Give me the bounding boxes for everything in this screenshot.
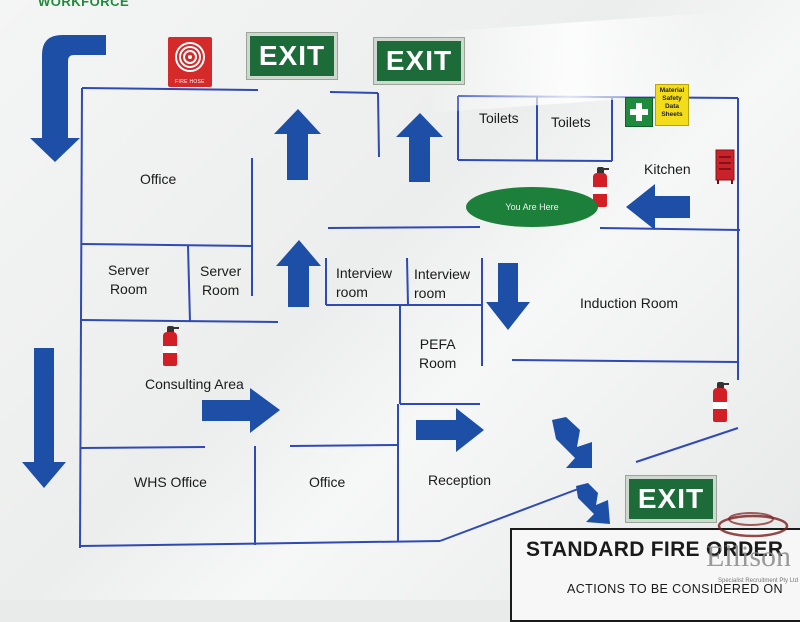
- wall-server-divider: [187, 245, 191, 323]
- fire-hose-label: FIRE HOSE: [175, 79, 205, 85]
- exit-arrow-icon: [486, 263, 530, 330]
- room-label-whs-office: WHS Office: [134, 474, 207, 490]
- wall-outer-left: [79, 87, 83, 549]
- exit-arrow-icon: [576, 483, 610, 524]
- room-label-line: Room: [109, 281, 148, 297]
- room-label-line: Server: [108, 262, 150, 278]
- wall-induction-bottom: [511, 359, 739, 363]
- wall-toilets-bottom: [457, 159, 613, 162]
- room-label-line: Room: [419, 355, 457, 371]
- brand-tagline: Specialist Recruitment Pty Ltd: [718, 578, 799, 584]
- exit-arrows: [22, 35, 690, 524]
- room-label-line: PEFA: [419, 336, 456, 352]
- room-label-toilets-2: Toilets: [551, 114, 591, 130]
- fire-hose-reel-icon: [713, 148, 737, 184]
- room-label-line: room: [414, 285, 446, 301]
- fire-extinguisher-icon: [161, 324, 179, 366]
- room-label-induction-room: Induction Room: [580, 295, 679, 311]
- msds-line-1: Material: [659, 87, 685, 94]
- msds-line-3: Data: [664, 103, 680, 110]
- wall-mid-vertical: [377, 92, 380, 158]
- room-label-line: Room: [201, 282, 240, 298]
- room-label-server-room-1: Server Room: [108, 261, 149, 299]
- msds-line-2: Safety: [662, 95, 682, 102]
- wall-bottom: [79, 540, 441, 547]
- wall-server-bottom: [81, 319, 279, 323]
- fire-extinguisher-icon: [711, 380, 729, 422]
- room-label-line: room: [336, 284, 368, 300]
- room-label-interview-1: Interview room: [336, 264, 392, 302]
- wall-office-lower-top: [289, 444, 399, 447]
- first-aid-icon: [625, 97, 653, 127]
- exit-arrow-icon: [276, 240, 321, 307]
- room-label-toilets-1: Toilets: [479, 110, 519, 126]
- exit-arrow-icon: [30, 35, 106, 162]
- walls: [79, 87, 741, 549]
- room-label-interview-2: Interview room: [414, 265, 470, 303]
- room-label-reception: Reception: [428, 472, 492, 488]
- room-label-office-bottom: Office: [309, 474, 346, 490]
- exit-arrow-icon: [416, 408, 484, 452]
- room-label-server-room-2: Server Room: [200, 262, 241, 300]
- exit-arrow-icon: [626, 184, 690, 230]
- wall-whs-top: [79, 446, 206, 449]
- wall-top-left: [81, 87, 259, 91]
- wall-interview-divider: [406, 257, 409, 306]
- exit-arrow-icon: [202, 388, 280, 433]
- room-label-kitchen: Kitchen: [644, 161, 691, 177]
- exit-sign-top-right: EXIT: [374, 38, 464, 84]
- wall-office-bottom: [81, 243, 253, 247]
- msds-sign-icon: Material Safety Data Sheets: [655, 84, 689, 126]
- room-label-office-top: Office: [140, 171, 177, 187]
- brand-name: Ellison: [706, 540, 792, 573]
- room-label-line: Interview: [336, 265, 393, 281]
- fire-hose-icon: FIRE HOSE: [168, 37, 212, 87]
- wall-bottom-diagonal: [439, 485, 587, 542]
- exit-arrow-icon: [274, 109, 321, 180]
- you-are-here-marker: You Are Here: [466, 187, 598, 227]
- room-label-line: Interview: [414, 266, 471, 282]
- wall-right-diagonal: [635, 427, 739, 463]
- exit-sign-bottom: EXIT: [626, 476, 716, 522]
- floor-plan: [22, 35, 741, 549]
- wall-top-right: [457, 95, 739, 99]
- exit-arrow-icon: [552, 417, 592, 468]
- fire-extinguisher-icon: [591, 165, 609, 207]
- exit-arrow-icon: [396, 113, 443, 182]
- wall-corridor-top: [327, 226, 481, 229]
- fire-hose-coil: [175, 42, 205, 72]
- fire-orders-title: STANDARD FIRE ORDER: [526, 538, 784, 561]
- brand-logo-icon: [717, 512, 789, 538]
- msds-line-4: Sheets: [661, 111, 683, 118]
- room-label-consulting-area: Consulting Area: [145, 376, 244, 392]
- exit-sign-top-left: EXIT: [247, 33, 337, 79]
- header-title: WORKFORCE: [38, 0, 130, 9]
- room-label-line: Server: [200, 263, 242, 279]
- room-label-pefa: PEFA Room: [419, 335, 456, 373]
- wall-top-mid: [329, 91, 379, 94]
- fire-orders-subtitle: ACTIONS TO BE CONSIDERED ON: [567, 582, 783, 596]
- exit-arrow-icon: [22, 348, 66, 488]
- wall-kitchen-bottom: [599, 227, 741, 231]
